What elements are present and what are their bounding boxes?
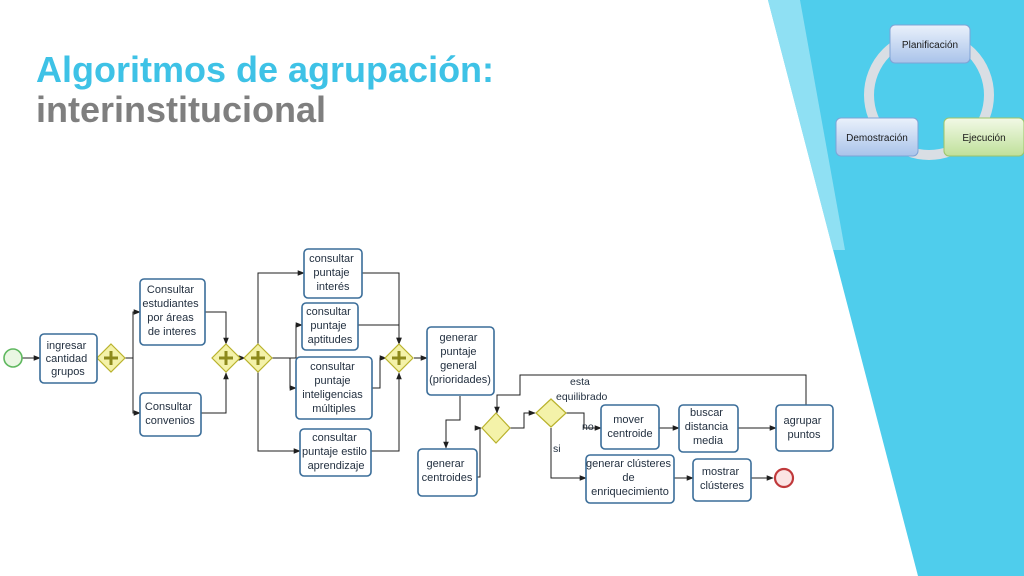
svg-text:generar clústeres de: generar clústeres de enriquecimiento (586, 458, 674, 498)
title-line-2: interinstitucional (36, 89, 327, 130)
flow-inteligencias-gw4 (372, 355, 387, 389)
task-mover-centroide: mover centroide (600, 404, 660, 450)
label-si: si (553, 443, 561, 455)
svg-text:generar centroides: generar centroides (422, 458, 473, 484)
task-consultar-puntaje-interes: consultar puntaje interés (303, 248, 363, 299)
task-consultar-convenios: Consultar convenios (139, 392, 202, 437)
svg-text:ingresar cantidad: ingresar cantidad grupos (46, 340, 91, 378)
flow-interes-gw4 (362, 272, 402, 345)
task-ingresar-cantidad-grupos: ingresar cantidad grupos (39, 333, 98, 384)
sequence-flows (22, 270, 807, 481)
flow-puntaje-centroides (443, 396, 461, 449)
flow-aptitudes-gw4 (358, 324, 402, 345)
gateway-exclusive-merge (481, 412, 511, 444)
start-event (3, 348, 23, 368)
task-consultar-estudiantes: Consultar estudiantes por áreas de inter… (139, 278, 206, 346)
gateway-parallel-3 (243, 343, 273, 373)
title-line-1: Algoritmos de agrupación: (36, 49, 495, 90)
cycle-label-planificacion: Planificación (902, 40, 958, 51)
task-consultar-puntaje-inteligencias: consultar puntaje inteligencias múltiple… (295, 356, 373, 420)
flow-gw6-generar-clusteres (550, 428, 587, 481)
task-consultar-puntaje-aptitudes: consultar puntaje aptitudes (301, 302, 359, 351)
flow-centroides-gw5 (474, 425, 482, 478)
svg-text:consultar puntaje: consultar puntaje inteligencias múltiple… (302, 361, 366, 415)
task-generar-clusteres: generar clústeres de enriquecimiento (585, 454, 675, 504)
svg-text:esta: esta (570, 376, 590, 388)
svg-text:buscar distancia: buscar distancia media (685, 407, 731, 447)
slide-title: Algoritmos de agrupación: interinstituci… (36, 50, 494, 130)
flow-agrupar-loop (494, 374, 807, 414)
task-generar-centroides: generar centroides (417, 448, 478, 497)
flow-convenios-gw2 (201, 372, 229, 414)
gateway-exclusive-equilibrado (535, 398, 567, 428)
flow-gw3-estilo (257, 372, 301, 454)
flow-gw3-aptitudes (272, 322, 303, 359)
flow-gw5-gw6 (510, 410, 536, 429)
flow-estudiantes-gw2 (205, 311, 229, 345)
svg-text:Consultar estudiantes: Consultar estudiantes por áreas de inter… (142, 284, 201, 338)
svg-text:Consultar convenios: Consultar convenios (145, 401, 195, 427)
flow-gw6-mover (566, 412, 602, 431)
svg-text:consultar puntaje: consultar puntaje aptitudes (306, 306, 354, 346)
gateway-parallel-4 (384, 343, 414, 373)
svg-text:equilibrado: equilibrado (556, 391, 608, 403)
cycle-node-ejecucion: Ejecución (943, 117, 1024, 157)
task-buscar-distancia-media: buscar distancia media (678, 404, 739, 453)
task-mostrar-clusteres: mostrar clústeres (692, 458, 752, 502)
cycle-label-demostracion: Demostración (846, 133, 908, 144)
label-no: no (582, 421, 594, 433)
cycle-node-demostracion: Demostración (835, 117, 919, 157)
svg-text:generar puntaje: generar puntaje general (prioridades) (429, 332, 491, 386)
svg-text:agrupar puntos: agrupar puntos (784, 415, 825, 441)
cycle-node-planificacion: Planificación (889, 24, 971, 64)
gateway-parallel-1 (96, 343, 126, 373)
flow-gw1-estudiantes (123, 309, 141, 359)
gateway-parallel-2 (211, 343, 241, 373)
svg-text:mostrar clústeres: mostrar clústeres (700, 466, 745, 492)
label-esta-equilibrado: esta equilibrado (556, 376, 608, 403)
flow-gw1-convenios (123, 357, 141, 416)
task-agrupar-puntos: agrupar puntos (775, 404, 834, 452)
flow-estilo-gw4 (371, 372, 402, 452)
end-event (773, 467, 795, 489)
flow-gw3-interes (257, 270, 305, 344)
accent-band-highlight (768, 0, 845, 250)
svg-text:consultar puntaje esti: consultar puntaje estilo aprendizaje (302, 432, 370, 472)
svg-text:mover centroide: mover centroide (607, 414, 652, 440)
svg-text:consultar puntaje: consultar puntaje interés (309, 253, 357, 293)
task-generar-puntaje-general: generar puntaje general (prioridades) (426, 326, 495, 396)
flow-gw3-inteligencias (272, 357, 297, 391)
task-consultar-puntaje-estilo: consultar puntaje estilo aprendizaje (299, 428, 372, 477)
cycle-label-ejecucion: Ejecución (962, 133, 1005, 144)
